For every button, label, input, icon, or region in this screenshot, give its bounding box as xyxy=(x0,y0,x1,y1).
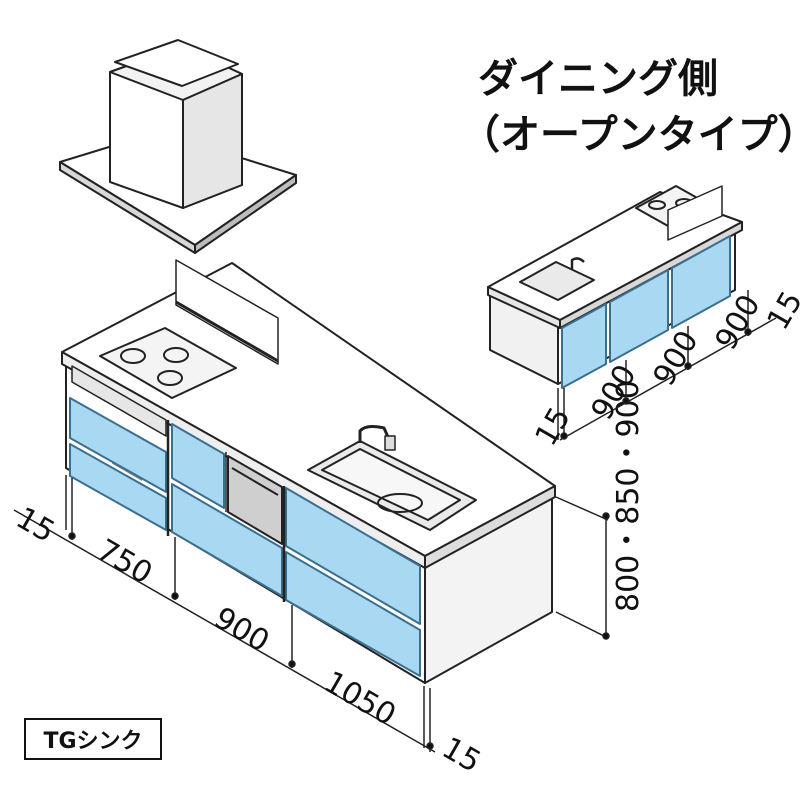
main-dim-left-edge: 15 xyxy=(10,501,61,550)
dining-dimension-lines xyxy=(557,290,777,441)
title-line2: （オープンタイプ） xyxy=(460,112,800,158)
dining-dim-left-edge: 15 xyxy=(529,401,578,452)
range-hood xyxy=(59,39,297,254)
main-dim-750: 750 xyxy=(91,533,158,592)
main-dimension-lines xyxy=(13,475,610,753)
main-dim-height: 800・850・900 xyxy=(611,380,646,612)
main-dim-1050: 1050 xyxy=(318,665,402,733)
dining-side-kitchen xyxy=(487,185,743,389)
title-line1: ダイニング側 xyxy=(478,56,718,102)
main-dim-right-edge: 15 xyxy=(436,731,487,780)
main-kitchen xyxy=(61,259,556,684)
dining-dim-right-edge: 15 xyxy=(761,285,800,336)
sink-type-badge: TGシンク xyxy=(24,718,162,760)
main-dim-900: 900 xyxy=(208,601,275,660)
sink-type-label: TGシンク xyxy=(43,729,143,754)
